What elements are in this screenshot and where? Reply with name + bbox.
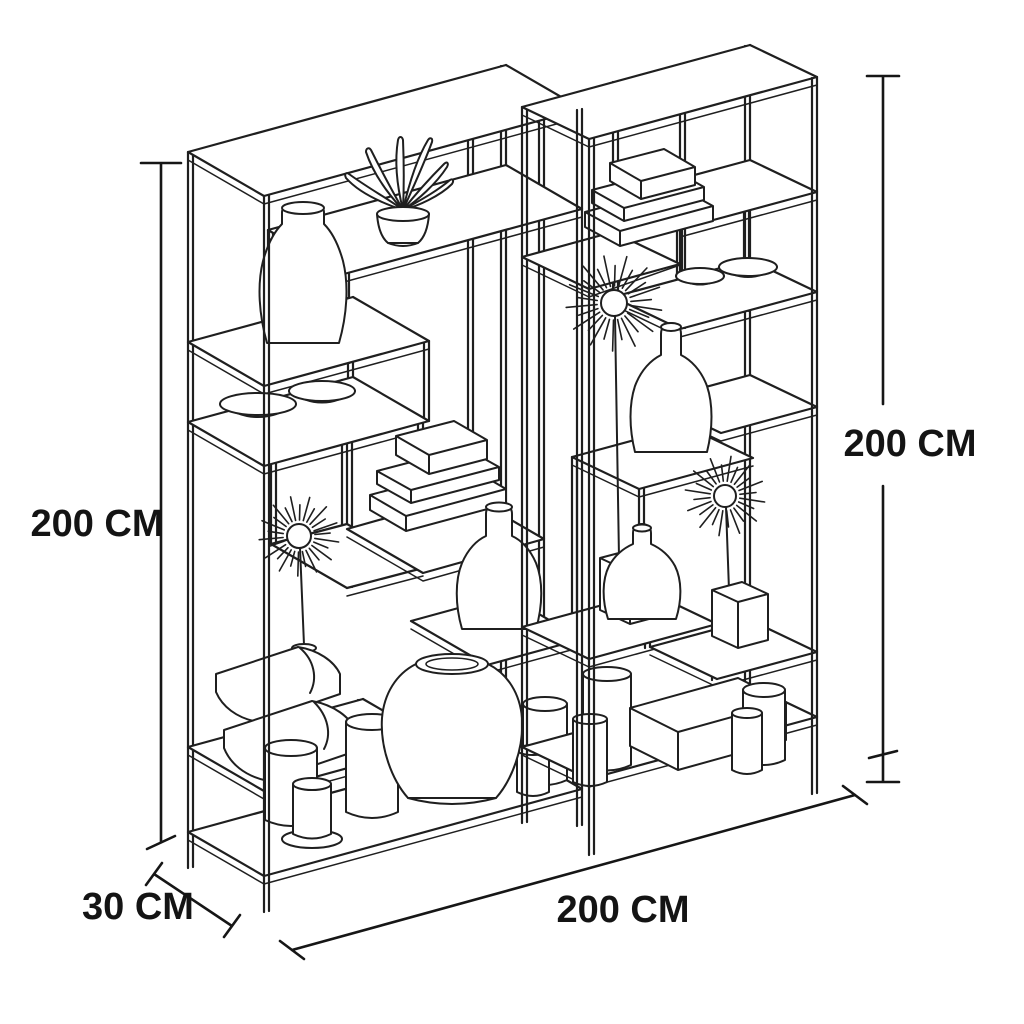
sunburst-ray bbox=[613, 264, 616, 287]
sunburst-ray bbox=[305, 549, 318, 573]
dimension-annotations: 200 CM 200 CM 30 CM 200 CM bbox=[30, 74, 977, 961]
right-shelf-books bbox=[520, 230, 682, 291]
sunburst-ray bbox=[582, 279, 602, 294]
sunburst-ray bbox=[711, 508, 720, 526]
sunburst-ray bbox=[705, 470, 717, 485]
sunburst-ray bbox=[686, 500, 712, 512]
height-label-left: 200 CM bbox=[30, 503, 163, 545]
sunburst-ray bbox=[276, 546, 289, 560]
sunburst-ray bbox=[624, 315, 639, 333]
sunburst-ray bbox=[738, 497, 766, 503]
sunburst-ray bbox=[589, 316, 607, 346]
sunburst-ray bbox=[268, 540, 285, 548]
sunburst-ray bbox=[278, 549, 293, 572]
left-unit-items bbox=[215, 136, 568, 849]
sunburst-ray bbox=[267, 530, 285, 535]
large-urn-vase bbox=[380, 653, 524, 805]
sunburst-ray bbox=[624, 267, 648, 292]
sunburst-ray bbox=[733, 507, 745, 522]
sunburst-ray bbox=[587, 314, 604, 332]
bottle-vase-right bbox=[629, 322, 713, 453]
right-unit-front-legs bbox=[587, 75, 819, 857]
sunburst-ray bbox=[308, 547, 320, 561]
sunburst-ray bbox=[621, 269, 634, 290]
sunburst-ray bbox=[737, 501, 755, 510]
width-label: 200 CM bbox=[556, 889, 689, 931]
depth-label: 30 CM bbox=[82, 886, 194, 928]
sunburst-ray bbox=[733, 463, 751, 486]
sunburst-ray bbox=[739, 491, 757, 496]
sunburst-ray bbox=[709, 457, 721, 483]
sunburst-ray bbox=[312, 541, 329, 549]
sunburst-ray bbox=[314, 532, 331, 536]
right-unit-items bbox=[565, 148, 787, 787]
sunburst-ray bbox=[296, 551, 300, 577]
sunburst-ray bbox=[617, 255, 628, 288]
sunburst-ray bbox=[301, 550, 307, 568]
sunburst-ray bbox=[289, 550, 296, 567]
width-dimension: 200 CM bbox=[278, 784, 869, 961]
sunburst-ray bbox=[684, 489, 712, 495]
sunburst-ray bbox=[628, 308, 650, 319]
sunburst-ray bbox=[629, 286, 661, 299]
sunburst-ray bbox=[720, 464, 725, 482]
sunburst-ray bbox=[611, 319, 615, 352]
sunburst-ray bbox=[630, 298, 653, 303]
sunburst-decor-right-small bbox=[684, 455, 769, 649]
sunburst-ray bbox=[603, 318, 611, 340]
sunburst-ray bbox=[272, 504, 290, 525]
sunburst-ray bbox=[629, 304, 663, 312]
sunburst-ray bbox=[626, 312, 654, 333]
sunburst-ray bbox=[616, 318, 623, 341]
depth-dimension: 30 CM bbox=[82, 861, 242, 939]
left-unit-front-legs bbox=[262, 107, 584, 914]
sunburst-ray bbox=[726, 455, 732, 483]
sunburst-ray bbox=[309, 505, 328, 526]
sunburst-ray bbox=[730, 466, 739, 484]
potted-plant bbox=[344, 136, 455, 247]
sunburst-ray bbox=[695, 482, 713, 491]
book-stack-right bbox=[584, 148, 714, 247]
height-dimension-right: 200 CM bbox=[843, 74, 977, 784]
sunburst-ray bbox=[699, 504, 714, 516]
sunburst-ray bbox=[729, 509, 741, 535]
sunburst-ray bbox=[620, 317, 636, 347]
sunburst-ray bbox=[261, 519, 286, 531]
sunburst-ray bbox=[258, 536, 284, 541]
sunburst-ray bbox=[692, 470, 715, 488]
right-unit-back-legs bbox=[520, 43, 752, 825]
book-stack bbox=[369, 420, 507, 532]
sunburst-ray bbox=[311, 544, 333, 561]
sunburst-ray bbox=[311, 518, 327, 529]
sunburst-ray bbox=[735, 504, 758, 522]
sunburst-ray bbox=[627, 281, 647, 295]
sunburst-ray bbox=[596, 268, 608, 289]
sunburst-ray bbox=[699, 506, 717, 529]
sunburst-ray bbox=[284, 507, 293, 523]
sunburst-ray bbox=[302, 496, 311, 522]
sunburst-ray bbox=[736, 476, 751, 488]
sunburst-ray bbox=[305, 507, 316, 523]
sunburst-ray bbox=[603, 255, 612, 288]
height-dimension-left: 200 CM bbox=[30, 161, 183, 851]
sunburst-ray bbox=[273, 516, 287, 528]
bowls bbox=[219, 380, 356, 418]
left-unit-back-legs bbox=[186, 63, 508, 870]
front-legs bbox=[262, 75, 819, 914]
sunburst-ray bbox=[718, 509, 724, 537]
round-vase-right bbox=[602, 523, 682, 620]
bottle-vase-left bbox=[455, 501, 543, 630]
sunburst-ray bbox=[693, 496, 711, 501]
bowls-right bbox=[675, 257, 778, 286]
sunburst-ray bbox=[313, 537, 340, 543]
sunburst-ray bbox=[289, 496, 297, 522]
sunburst-ray bbox=[738, 480, 764, 492]
pillar-candles-right-2 bbox=[731, 682, 786, 775]
height-label-right: 200 CM bbox=[843, 423, 976, 465]
sunburst-ray bbox=[725, 510, 730, 528]
sunburst-ray bbox=[313, 522, 338, 532]
